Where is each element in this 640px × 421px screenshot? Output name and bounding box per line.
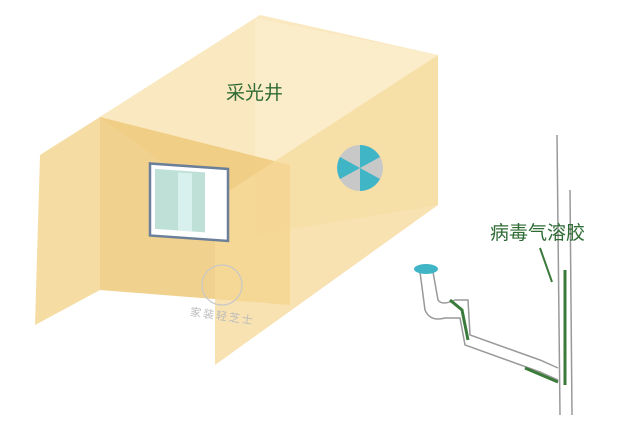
left-wall (35, 117, 100, 325)
watermark-logo (201, 264, 243, 306)
aerosol-label: 病毒气溶胶 (490, 222, 586, 244)
right-wall (215, 55, 438, 365)
window (148, 162, 230, 243)
drain-pipe (414, 134, 573, 416)
exhaust-fan-icon (337, 145, 383, 191)
airflow-arrows (449, 247, 567, 385)
lightwell-label: 采光井 (226, 82, 284, 104)
